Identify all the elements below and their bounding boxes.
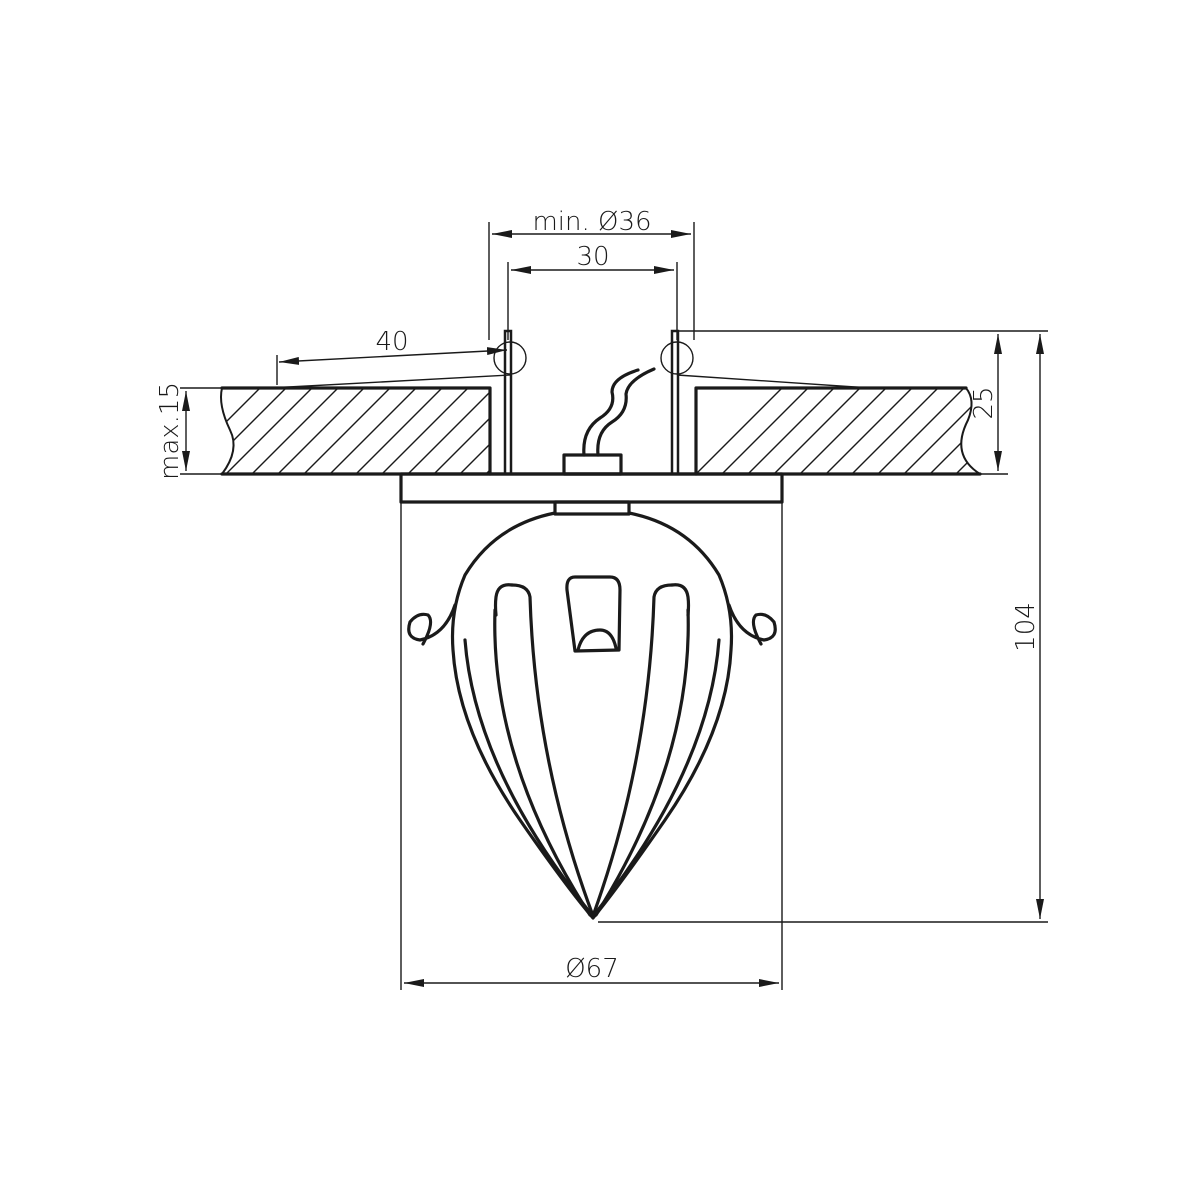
dimension-min-36: min. Ø36 (488, 207, 695, 340)
dimension-40: 40 (276, 327, 508, 385)
dim-label-104: 104 (1011, 602, 1041, 652)
dim-label-67: Ø67 (565, 954, 619, 984)
dim-label-30: 30 (576, 242, 609, 272)
ceiling-section-right (694, 386, 982, 476)
wire-connector (562, 367, 656, 476)
dim-label-40: 40 (375, 327, 408, 357)
dim-label-max-15: max.15 (155, 382, 185, 480)
spring-clip-right (660, 329, 871, 476)
dimension-max-15: max.15 (155, 382, 222, 480)
dimension-30: 30 (507, 242, 678, 340)
dimension-67: Ø67 (400, 502, 783, 990)
dimension-104: 104 (598, 334, 1048, 923)
dim-label-min-36: min. Ø36 (532, 207, 651, 237)
teardrop-shade (407, 511, 777, 920)
mounting-ring (399, 472, 784, 516)
ceiling-section-left (220, 386, 492, 476)
dimension-25: 25 (678, 330, 1048, 475)
dim-label-25: 25 (969, 386, 999, 419)
